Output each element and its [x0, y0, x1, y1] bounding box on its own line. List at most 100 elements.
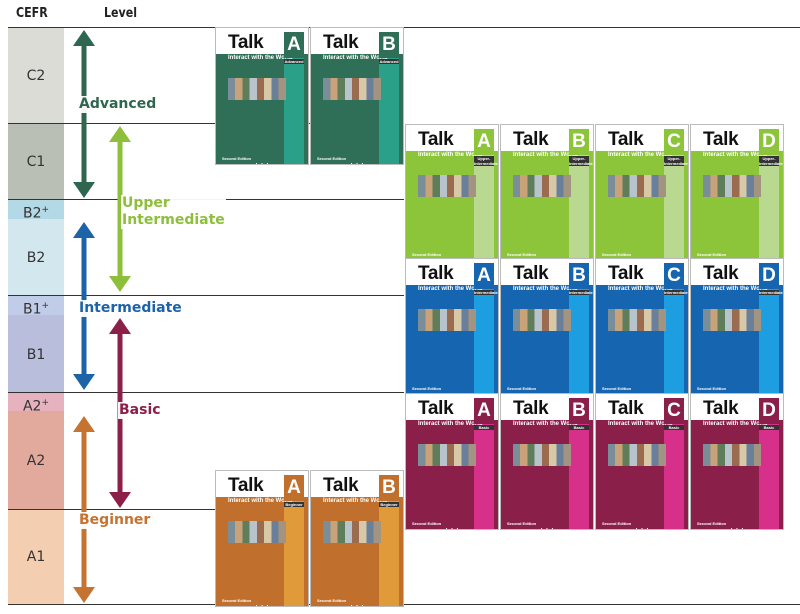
book-tagline: Interact with the World [608, 152, 673, 158]
cefr-label-c1: C1 [26, 154, 46, 170]
book-tagline-bar [406, 151, 474, 161]
book-level-tag: Intermediate [474, 290, 498, 295]
publisher-logo-icon [635, 386, 649, 394]
book-title: Talk [228, 32, 264, 53]
book-level-tag: Intermediate [759, 290, 783, 295]
book-level-tag: Beginner [284, 502, 304, 507]
cefr-band-b1plus [8, 296, 64, 315]
publisher-logo-icon [445, 386, 459, 394]
book-title: Talk [418, 398, 454, 419]
book-volume-letter: A [474, 263, 494, 289]
book-tagline-bar [596, 285, 664, 295]
publisher-logo-icon [350, 598, 364, 606]
level-label-upper-intermediate: Upper Intermediate [121, 195, 226, 229]
book-level-tag: Basic [474, 425, 494, 430]
book-title: Talk [608, 263, 644, 284]
arrow-head-up [73, 416, 95, 432]
publisher-logo-icon [730, 521, 744, 529]
book-tagline: Interact with the World [703, 152, 768, 158]
book-photo-strip [228, 78, 286, 100]
book-volume-letter: C [664, 398, 684, 424]
publisher-logo-icon [255, 598, 269, 606]
book-edition: Second Edition [412, 386, 442, 391]
cefr-label-a2: A2 [26, 452, 46, 469]
book-volume-letter: B [379, 475, 399, 501]
publisher-logo-icon [255, 156, 269, 164]
book-level-tag: Advanced [284, 59, 304, 64]
level-label-advanced: Advanced [78, 96, 158, 113]
book-edition: Second Edition [507, 252, 537, 257]
book-photo-strip [608, 444, 666, 466]
book-volume-letter: D [759, 398, 779, 424]
cefr-band-b1 [8, 315, 64, 394]
book-photo-strip [418, 175, 476, 197]
book-level-tag: Advanced [379, 59, 399, 64]
cefr-header: CEFR [16, 6, 48, 21]
book-photo-strip [513, 444, 571, 466]
cefr-plus-mark: + [41, 397, 50, 408]
book-photo-strip [703, 175, 761, 197]
level-label-basic: Basic [118, 402, 162, 419]
book-tagline: Interact with the World [418, 152, 483, 158]
book-edition: Second Edition [412, 252, 442, 257]
book-volume-letter: A [474, 129, 494, 155]
arrow-head-down [73, 182, 95, 198]
arrow-head-up [73, 222, 95, 238]
book-title: Talk [323, 32, 359, 53]
book-edition: Second Edition [697, 386, 727, 391]
arrow-head-up [109, 318, 131, 334]
book-level-tag: Upper-Intermediate [569, 156, 593, 166]
cefr-label-b1: B1 [26, 346, 46, 363]
book-title: Talk [608, 398, 644, 419]
book-volume-letter: A [284, 475, 304, 501]
book-tagline: Interact with the World [608, 421, 673, 427]
book-edition: Second Edition [222, 598, 252, 603]
cefr-label-b1plus: B1+ [22, 300, 50, 318]
book-photo-strip [323, 521, 381, 543]
book-volume-letter: B [569, 129, 589, 155]
book-tagline: Interact with the World [608, 286, 673, 292]
cefr-band-a1 [8, 510, 64, 604]
book-tagline-bar [596, 420, 664, 430]
book-tagline-bar [311, 497, 379, 507]
book-tagline-bar [311, 54, 379, 64]
publisher-logo-icon [445, 521, 459, 529]
publisher-logo-icon [350, 156, 364, 164]
book-level-tag: Basic [664, 425, 684, 430]
book-photo-strip [703, 444, 761, 466]
book-level-tag: Upper-Intermediate [664, 156, 688, 166]
publisher-logo-icon [540, 386, 554, 394]
publisher-logo-icon [540, 521, 554, 529]
book-edition: Second Edition [222, 156, 252, 161]
cefr-band-b2plus [8, 200, 64, 219]
book-title: Talk [703, 263, 739, 284]
divider-line [8, 509, 215, 510]
book-title: Talk [228, 475, 264, 496]
book-tagline: Interact with the World [513, 286, 578, 292]
book-tagline: Interact with the World [703, 286, 768, 292]
book-title: Talk [513, 398, 549, 419]
book-tagline-bar [406, 285, 474, 295]
book-volume-letter: D [759, 129, 779, 155]
book-level-tag: Basic [759, 425, 779, 430]
book-title: Talk [513, 129, 549, 150]
book-tagline: Interact with the World [513, 152, 578, 158]
book-title: Talk [513, 263, 549, 284]
book-tagline: Interact with the World [323, 498, 388, 504]
book-title: Talk [608, 129, 644, 150]
arrow-head-up [109, 126, 131, 142]
book-photo-strip [703, 309, 761, 331]
book-edition: Second Edition [507, 386, 537, 391]
book-tagline-bar [501, 285, 569, 295]
book-volume-letter: B [569, 263, 589, 289]
